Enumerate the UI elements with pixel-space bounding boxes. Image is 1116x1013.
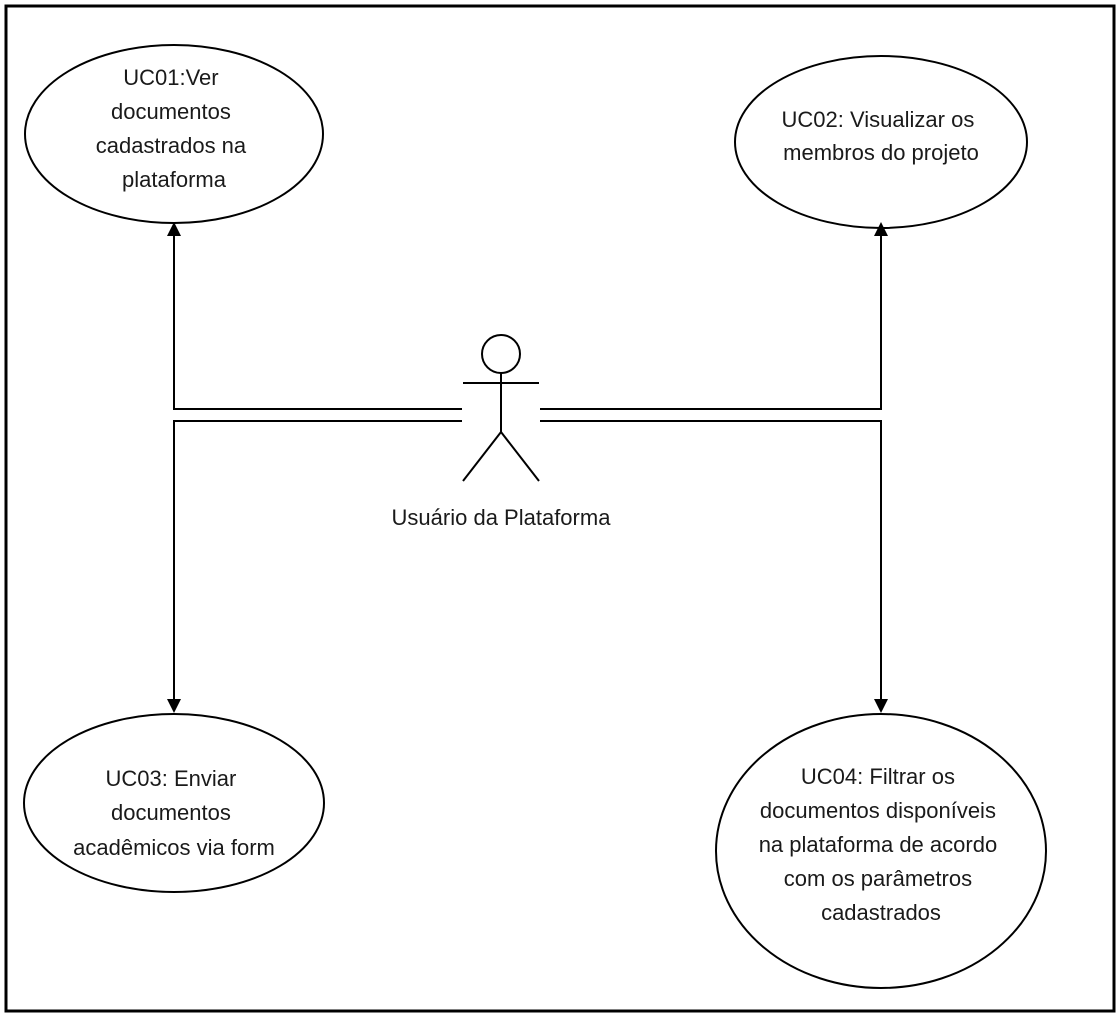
use-case-ellipse [23,713,325,893]
use-case-ellipse [715,713,1047,989]
use-case-label: UC03: Enviar documentos acadêmicos via f… [73,766,275,860]
actor-label: Usuário da Plataforma [392,505,612,530]
stick-figure-actor-icon [462,334,540,482]
use-case-uc02[interactable]: UC02: Visualizar os membros do projeto [734,55,1028,229]
use-case-label: UC04: Filtrar os documentos disponíveis … [759,764,1004,925]
edge-actor-to-uc01[interactable] [167,222,462,410]
use-case-uc04[interactable]: UC04: Filtrar os documentos disponíveis … [715,713,1047,989]
use-case-uc01[interactable]: UC01:Ver documentos cadastrados na plata… [24,44,324,224]
edge-actor-to-uc03[interactable] [167,420,462,713]
actor[interactable]: Usuário da Plataforma [392,334,612,530]
edge-actor-to-uc04[interactable] [540,420,888,713]
use-case-uc03[interactable]: UC03: Enviar documentos acadêmicos via f… [23,713,325,893]
use-case-label: UC01:Ver documentos cadastrados na plata… [96,65,253,192]
use-case-label: UC02: Visualizar os membros do projeto [782,107,981,165]
edge-actor-to-uc02[interactable] [540,222,888,410]
